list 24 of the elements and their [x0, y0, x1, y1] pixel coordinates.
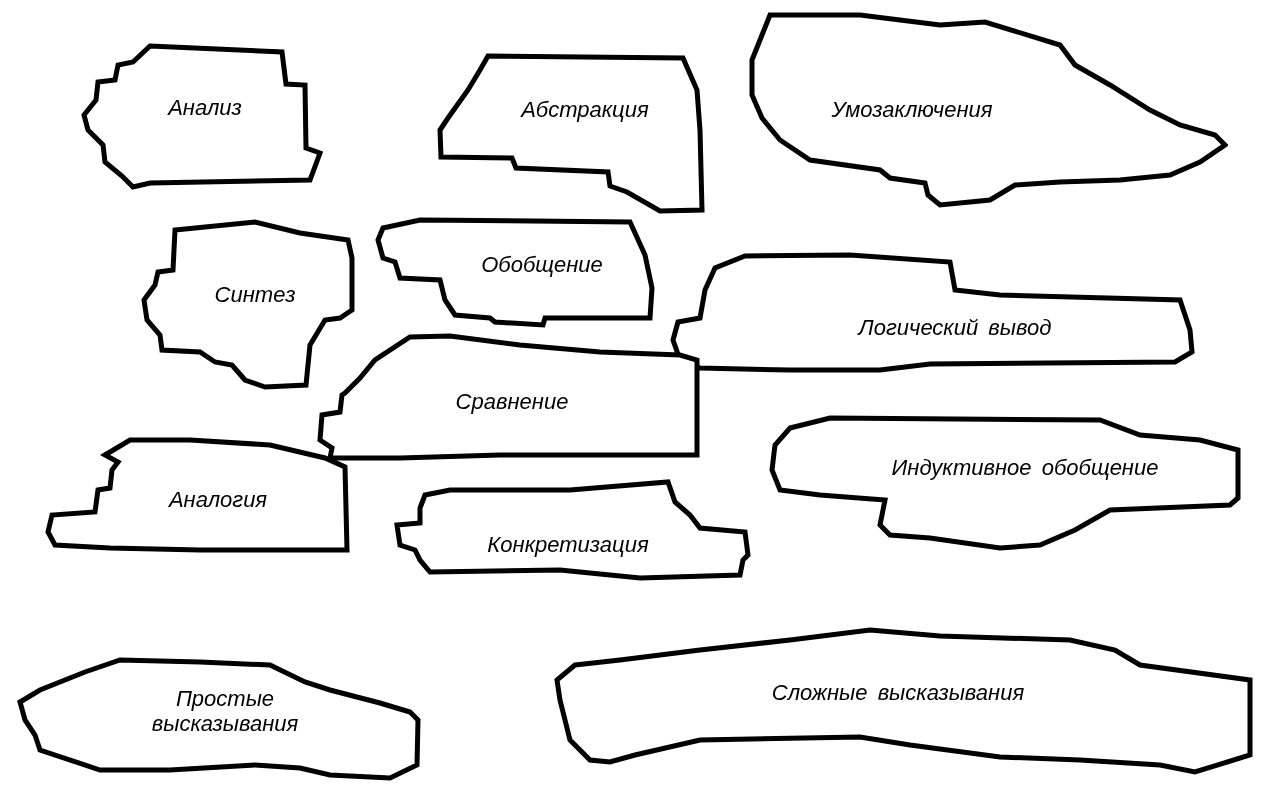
- shape-label: Логический вывод: [858, 315, 1052, 341]
- irregular-outline-shape: [17, 657, 421, 781]
- shape-label: Обобщение: [481, 252, 603, 278]
- irregular-outline-shape: [317, 333, 700, 461]
- irregular-outline-shape: [45, 437, 350, 553]
- irregular-outline-shape: [554, 627, 1253, 775]
- shape-label: Анализ: [168, 95, 242, 121]
- shape-label: Умозаключения: [831, 97, 993, 123]
- irregular-outline-shape: [375, 217, 655, 328]
- shape-label: Индуктивное обобщение: [891, 455, 1159, 481]
- irregular-outline-shape: [769, 415, 1241, 551]
- irregular-outline-shape: [670, 252, 1195, 373]
- irregular-outline-shape: [749, 12, 1228, 208]
- irregular-outline-shape: [81, 43, 323, 190]
- shape-label: Сравнение: [455, 389, 569, 415]
- shape-label: Простые высказывания: [150, 685, 300, 737]
- shape-label: Аналогия: [168, 487, 268, 513]
- shape-label: Синтез: [214, 282, 296, 308]
- irregular-outline-shape: [141, 219, 355, 390]
- irregular-outline-shape: [437, 53, 705, 214]
- irregular-outline-shape: [394, 479, 751, 581]
- shape-label: Сложные высказывания: [771, 680, 1025, 706]
- shape-label: Конкретизация: [487, 532, 649, 558]
- shape-label: Абстракция: [521, 97, 649, 123]
